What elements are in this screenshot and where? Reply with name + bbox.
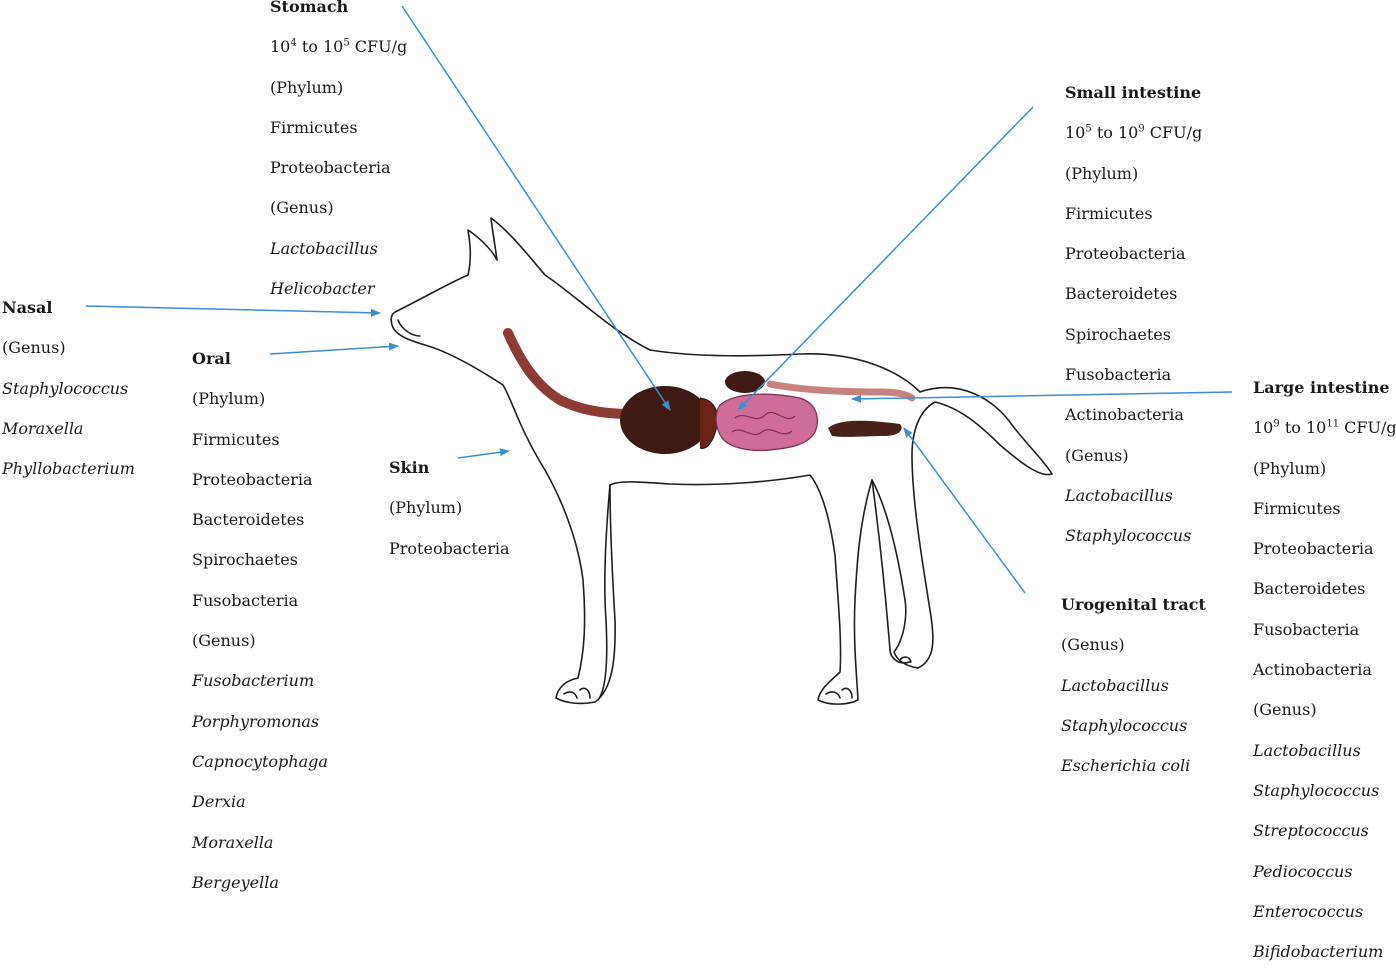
genus-item: Lactobacillus <box>1061 675 1169 695</box>
small-intestine-title: Small intestine <box>1065 83 1202 102</box>
urogenital-title: Urogenital tract <box>1061 595 1206 614</box>
genus-item: Helicobacter <box>270 279 375 299</box>
phylum-item: Bacteroidetes <box>1065 284 1178 304</box>
genus-item: Enterococcus <box>1253 901 1364 921</box>
oral-genus-label: (Genus) <box>192 631 256 651</box>
small-intestine-genus-label: (Genus) <box>1065 445 1129 465</box>
skin-title: Skin <box>389 458 430 477</box>
genus-item: Derxia <box>192 792 246 812</box>
stomach-phylum-label: (Phylum) <box>270 77 344 97</box>
dog-front-inner-leg <box>597 484 611 701</box>
phylum-item: Proteobacteria <box>1253 539 1374 559</box>
large-intestine-phylum-label: (Phylum) <box>1253 458 1327 478</box>
phylum-item: Firmicutes <box>1253 498 1341 518</box>
skin-arrow <box>457 448 510 459</box>
large-intestine-arrow <box>851 391 1233 403</box>
phylum-item: Proteobacteria <box>389 538 510 558</box>
stomach-genus-label: (Genus) <box>270 198 334 218</box>
genus-item: Staphylococcus <box>1253 780 1380 800</box>
oral-arrow <box>269 342 399 355</box>
genus-item: Porphyromonas <box>192 711 320 731</box>
stomach-count: 104 to 105 CFU/g <box>270 37 408 57</box>
phylum-item: Fusobacteria <box>1065 365 1172 385</box>
large-intestine-count: 109 to 1011 CFU/g <box>1253 418 1396 438</box>
dog-mouth-line <box>397 319 421 337</box>
large-intestine-title: Large intestine <box>1253 378 1390 397</box>
phylum-item: Fusobacteria <box>1253 619 1360 639</box>
urogenital-arrow <box>903 427 1026 594</box>
callout-arrows <box>85 5 1233 594</box>
phylum-item: Spirochaetes <box>1065 324 1171 344</box>
small-intestine-count: 105 to 109 CFU/g <box>1065 123 1203 143</box>
esophagus <box>503 328 635 419</box>
nasal-arrow <box>85 305 381 317</box>
genus-item: Streptococcus <box>1253 821 1369 841</box>
genus-item: Capnocytophaga <box>192 751 328 771</box>
phylum-item: Bacteroidetes <box>1253 579 1366 599</box>
skin-phylum-label: (Phylum) <box>389 498 463 518</box>
genus-item: Moraxella <box>2 418 84 438</box>
large-intestine-panel: Large intestine 109 to 1011 CFU/g (Phylu… <box>1253 368 1396 972</box>
phylum-item: Fusobacteria <box>192 590 299 610</box>
large-intestine-organ <box>766 380 916 402</box>
small-intestine-arrow <box>737 106 1034 411</box>
genus-item: Staphylococcus <box>1061 715 1188 735</box>
dog-outline <box>390 217 1053 705</box>
large-intestine-genus-label: (Genus) <box>1253 700 1317 720</box>
skin-panel: Skin (Phylum) Proteobacteria <box>389 448 510 569</box>
genus-item: Lactobacillus <box>1065 485 1173 505</box>
stomach-organ <box>620 386 710 454</box>
genus-item: Phyllobacterium <box>2 459 135 479</box>
genus-item: Moraxella <box>192 832 274 852</box>
small-intestine-loops <box>731 412 796 435</box>
oral-phylum-label: (Phylum) <box>192 389 266 409</box>
dog-rear-inner-leg <box>871 479 911 664</box>
genus-item: Bergeyella <box>192 872 279 892</box>
phylum-item: Firmicutes <box>192 429 280 449</box>
stomach-panel: Stomach 104 to 105 CFU/g (Phylum) Firmic… <box>270 0 407 309</box>
dog-paw-back-toes <box>899 656 912 663</box>
digestive-tract <box>503 328 916 454</box>
dog-paw-rear-toes <box>825 687 853 699</box>
small-intestine-organ <box>715 393 818 452</box>
phylum-item: Bacteroidetes <box>192 510 305 530</box>
phylum-item: Proteobacteria <box>1065 244 1186 264</box>
phylum-item: Actinobacteria <box>1065 405 1184 425</box>
colon-organ <box>828 420 902 437</box>
phylum-item: Proteobacteria <box>270 158 391 178</box>
genus-item: Escherichia coli <box>1061 756 1191 776</box>
nasal-genus-label: (Genus) <box>2 338 66 358</box>
stomach-arrow <box>401 5 671 411</box>
stomach-title: Stomach <box>270 0 349 16</box>
phylum-item: Spirochaetes <box>192 550 298 570</box>
small-intestine-panel: Small intestine 105 to 109 CFU/g (Phylum… <box>1065 73 1202 557</box>
phylum-item: Proteobacteria <box>192 469 313 489</box>
small-intestine-phylum-label: (Phylum) <box>1065 163 1139 183</box>
genus-item: Staphylococcus <box>1065 526 1192 546</box>
nasal-title: Nasal <box>2 298 53 317</box>
dog-paw-front-toes <box>563 687 591 699</box>
genus-item: Bifidobacterium <box>1253 942 1384 962</box>
oral-title: Oral <box>192 349 231 368</box>
phylum-item: Firmicutes <box>1065 203 1153 223</box>
genus-item: Staphylococcus <box>2 378 129 398</box>
oral-panel: Oral (Phylum) Firmicutes Proteobacteria … <box>192 339 328 903</box>
genus-item: Lactobacillus <box>1253 740 1361 760</box>
phylum-item: Actinobacteria <box>1253 660 1372 680</box>
liver-lobe <box>725 371 765 393</box>
pylorus <box>699 397 718 449</box>
phylum-item: Firmicutes <box>270 117 358 137</box>
nasal-panel: Nasal (Genus) Staphylococcus Moraxella P… <box>2 288 135 489</box>
urogenital-panel: Urogenital tract (Genus) Lactobacillus S… <box>1061 585 1206 786</box>
genus-item: Fusobacterium <box>192 671 315 691</box>
genus-item: Pediococcus <box>1253 861 1353 881</box>
urogenital-genus-label: (Genus) <box>1061 635 1125 655</box>
genus-item: Lactobacillus <box>270 238 378 258</box>
